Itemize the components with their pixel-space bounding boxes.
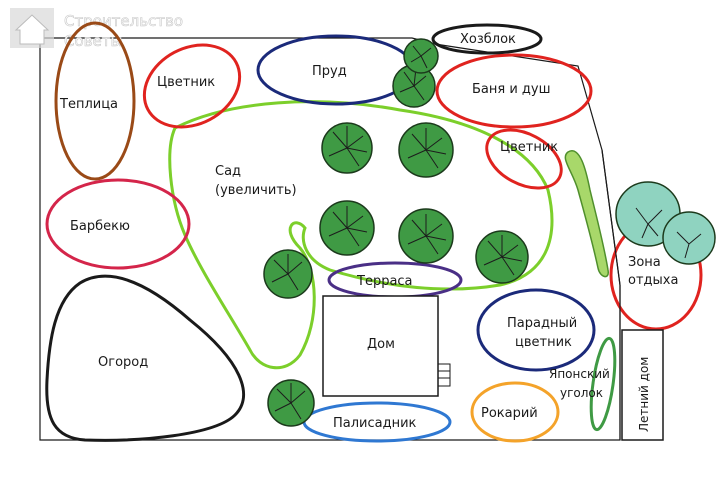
tree-3 (319, 200, 375, 256)
zona-otdykha-label-line2: отдыха (628, 273, 678, 288)
tsvetnik-right-label: Цветник (500, 140, 558, 155)
barbekyu-zone-outline (45, 178, 191, 270)
palisadnik-label: Палисадник (333, 416, 417, 431)
teplitsa-label: Теплица (59, 97, 118, 112)
prud-label: Пруд (312, 64, 347, 79)
sad-label-line1: Сад (215, 164, 241, 179)
tree-2 (398, 122, 454, 178)
paradny-tsvetnik-label-line2: цветник (515, 335, 572, 350)
tree-7 (267, 379, 315, 427)
rokary-label: Рокарий (481, 406, 538, 421)
tsvetnik-right-zone-outline (485, 128, 563, 190)
khozblok-zone-outline (431, 23, 543, 55)
watermark-line2: Советы (64, 32, 122, 50)
dom-label: Дом (367, 337, 395, 352)
tree-1 (321, 122, 373, 174)
teplitsa-zone-outline (54, 21, 136, 181)
tree-5 (475, 230, 529, 284)
ogorod-label: Огород (98, 355, 148, 370)
house-icon (10, 8, 54, 48)
tsvetnik-top-zone-outline (142, 43, 242, 129)
yaponsky-ugolok-label-line2: уголок (560, 386, 603, 400)
paradny-tsvetnik-zone-outline (476, 288, 596, 372)
tree-4 (398, 208, 454, 264)
letny-dom-building (621, 329, 664, 441)
garden-zone-outline (168, 100, 554, 370)
barbekyu-label: Барбекю (70, 219, 130, 234)
watermark: Строительство Советы (10, 8, 183, 50)
yaponsky-ugolok-label-line1: Японский (549, 367, 610, 381)
ogorod-zone-outline (45, 274, 245, 442)
tsvetnik-top-label: Цветник (157, 75, 215, 90)
tree-rest-zone-2 (662, 211, 716, 265)
hedge-strip (564, 150, 609, 278)
zona-otdykha-label-line1: Зона (628, 255, 661, 270)
banya-label: Баня и душ (472, 82, 551, 97)
letny-dom-label: Летний дом (637, 357, 651, 432)
rokary-zone-outline (470, 381, 560, 443)
khozblok-label: Хозблок (460, 32, 516, 47)
fence-line (601, 149, 621, 440)
banya-zone-outline (435, 53, 593, 129)
watermark-line1: Строительство (64, 12, 183, 30)
sad-label-line2: (увеличить) (215, 183, 297, 198)
tree-6 (263, 249, 313, 299)
dom-steps (437, 363, 451, 387)
paradny-tsvetnik-label-line1: Парадный (507, 316, 577, 331)
yaponsky-ugolok-zone-outline (589, 336, 617, 432)
tree-near-pond-2 (403, 38, 439, 74)
dom-building (322, 295, 439, 397)
terrasa-label: Терраса (356, 274, 413, 289)
